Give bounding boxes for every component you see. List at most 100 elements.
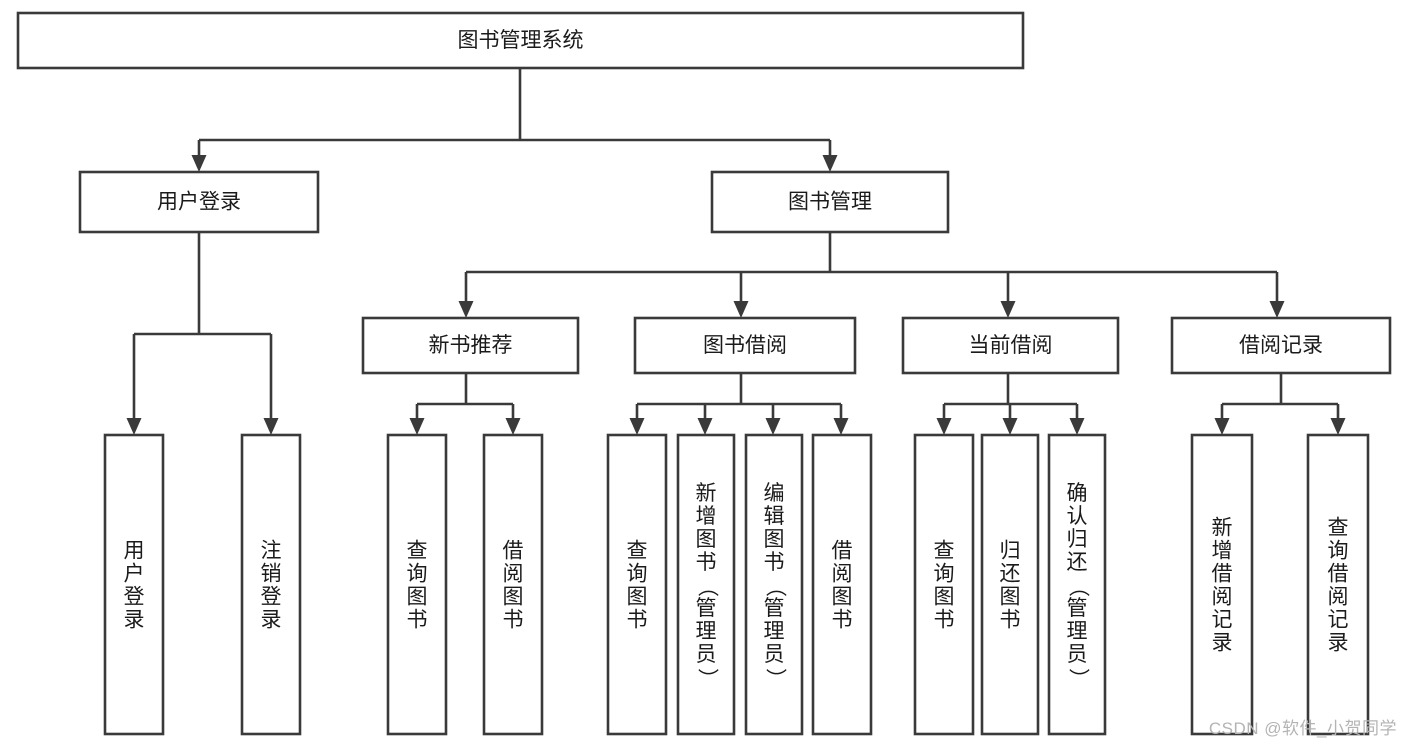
node-current-borrow[interactable]: 当前借阅 xyxy=(901,316,1120,375)
node-borrow-record[interactable]: 借阅记录 xyxy=(1170,316,1392,375)
node-box-book-borrow[interactable] xyxy=(633,316,857,375)
node-label-leaf-query-record-char: 阅 xyxy=(1328,586,1349,609)
node-label-leaf-edit-book-char: 编 xyxy=(764,482,785,505)
node-label-leaf-user-login-char: 户 xyxy=(124,563,145,586)
node-label-leaf-borrow-book-2-char: 阅 xyxy=(832,563,853,586)
node-label-current-borrow: 当前借阅 xyxy=(969,334,1053,357)
node-box-root[interactable] xyxy=(16,11,1025,70)
node-box-book-manage[interactable] xyxy=(710,170,950,234)
node-label-leaf-logout-char: 销 xyxy=(261,563,282,586)
node-book-borrow[interactable]: 图书借阅 xyxy=(633,316,857,375)
node-label-leaf-edit-book-char: 图 xyxy=(764,528,785,551)
node-layer: 图书管理系统用户登录图书管理新书推荐图书借阅当前借阅借阅记录用户登录注销登录查询… xyxy=(16,11,1392,736)
node-label-leaf-confirm-return-char: 认 xyxy=(1067,505,1088,528)
node-label-leaf-edit-book-char: ） xyxy=(763,668,786,689)
node-label-leaf-add-record-char: 新 xyxy=(1212,517,1233,540)
node-box-current-borrow[interactable] xyxy=(901,316,1120,375)
node-leaf-user-login[interactable]: 用户登录 xyxy=(103,433,165,736)
node-label-leaf-user-login-char: 用 xyxy=(124,540,145,563)
node-box-leaf-query-book-1[interactable] xyxy=(386,433,448,736)
node-box-leaf-confirm-return[interactable] xyxy=(1047,433,1107,736)
node-box-leaf-logout[interactable] xyxy=(240,433,302,736)
node-label-leaf-query-book-1-char: 查 xyxy=(407,540,428,563)
node-label-leaf-borrow-book-2-char: 借 xyxy=(832,540,853,563)
node-label-book-manage: 图书管理 xyxy=(788,191,872,214)
node-box-leaf-add-book[interactable] xyxy=(676,433,736,736)
node-book-manage[interactable]: 图书管理 xyxy=(710,170,950,234)
node-label-leaf-user-login-char: 录 xyxy=(124,609,145,632)
node-label-leaf-add-book-char: 图 xyxy=(696,528,717,551)
arrow-head-icon xyxy=(1000,301,1016,318)
node-label-leaf-borrow-book-2-char: 书 xyxy=(832,609,853,632)
node-label-leaf-add-book-char: 管 xyxy=(696,597,717,620)
node-label-leaf-add-book-char: ） xyxy=(695,668,718,689)
node-box-leaf-query-book-3[interactable] xyxy=(913,433,975,736)
node-label-leaf-query-book-3-char: 图 xyxy=(934,586,955,609)
node-label-leaf-add-book-char: 新 xyxy=(696,482,717,505)
node-label-leaf-user-login-char: 登 xyxy=(124,586,145,609)
node-box-leaf-borrow-book-1[interactable] xyxy=(482,433,544,736)
node-box-leaf-user-login[interactable] xyxy=(103,433,165,736)
arrow-head-icon xyxy=(1330,418,1346,435)
node-label-leaf-return-book-char: 还 xyxy=(1000,563,1021,586)
node-label-leaf-add-record-char: 增 xyxy=(1212,540,1233,563)
node-label-leaf-return-book-char: 书 xyxy=(1000,609,1021,632)
node-label-leaf-borrow-book-1-char: 书 xyxy=(503,609,524,632)
node-label-leaf-query-record-char: 借 xyxy=(1328,563,1349,586)
arrow-head-icon xyxy=(765,418,781,435)
node-label-leaf-add-record-char: 阅 xyxy=(1212,586,1233,609)
node-user-login[interactable]: 用户登录 xyxy=(78,170,320,234)
node-label-leaf-query-book-2-char: 图 xyxy=(627,586,648,609)
node-label-leaf-query-record-char: 记 xyxy=(1328,609,1349,632)
node-label-leaf-confirm-return-char: 理 xyxy=(1067,620,1088,643)
node-label-leaf-edit-book-char: （ xyxy=(763,576,786,597)
node-label-leaf-confirm-return-char: 归 xyxy=(1067,528,1088,551)
node-box-leaf-add-record[interactable] xyxy=(1190,433,1254,736)
node-label-leaf-edit-book-char: 理 xyxy=(764,620,785,643)
node-label-leaf-add-record-char: 录 xyxy=(1212,632,1233,655)
arrow-head-icon xyxy=(1269,301,1285,318)
node-label-leaf-add-book-char: （ xyxy=(695,576,718,597)
node-box-user-login[interactable] xyxy=(78,170,320,234)
node-label-leaf-query-book-2-char: 询 xyxy=(627,563,648,586)
node-label-leaf-edit-book-char: 员 xyxy=(764,643,785,666)
node-label-leaf-confirm-return-char: ） xyxy=(1066,668,1089,689)
node-box-leaf-borrow-book-2[interactable] xyxy=(811,433,873,736)
node-box-leaf-query-book-2[interactable] xyxy=(606,433,668,736)
node-label-leaf-logout-char: 注 xyxy=(261,540,282,563)
node-new-book-recommend[interactable]: 新书推荐 xyxy=(361,316,580,375)
node-box-leaf-edit-book[interactable] xyxy=(744,433,804,736)
node-box-leaf-return-book[interactable] xyxy=(980,433,1040,736)
node-root[interactable]: 图书管理系统 xyxy=(16,11,1025,70)
node-label-leaf-query-book-2-char: 查 xyxy=(627,540,648,563)
node-label-leaf-borrow-book-2-char: 图 xyxy=(832,586,853,609)
arrow-head-icon xyxy=(697,418,713,435)
node-box-leaf-query-record[interactable] xyxy=(1306,433,1370,736)
arrow-head-icon xyxy=(505,418,521,435)
node-label-leaf-add-record-char: 借 xyxy=(1212,563,1233,586)
arrow-head-icon xyxy=(1069,418,1085,435)
node-label-leaf-return-book-char: 图 xyxy=(1000,586,1021,609)
node-box-new-book-recommend[interactable] xyxy=(361,316,580,375)
node-label-leaf-logout-char: 登 xyxy=(261,586,282,609)
arrow-head-icon xyxy=(263,418,279,435)
node-box-borrow-record[interactable] xyxy=(1170,316,1392,375)
node-label-leaf-confirm-return-char: 确 xyxy=(1067,482,1088,505)
node-label-leaf-query-book-1-char: 书 xyxy=(407,609,428,632)
node-label-leaf-query-book-3-char: 询 xyxy=(934,563,955,586)
node-label-leaf-add-book-char: 书 xyxy=(696,551,717,574)
arrow-head-icon xyxy=(409,418,425,435)
